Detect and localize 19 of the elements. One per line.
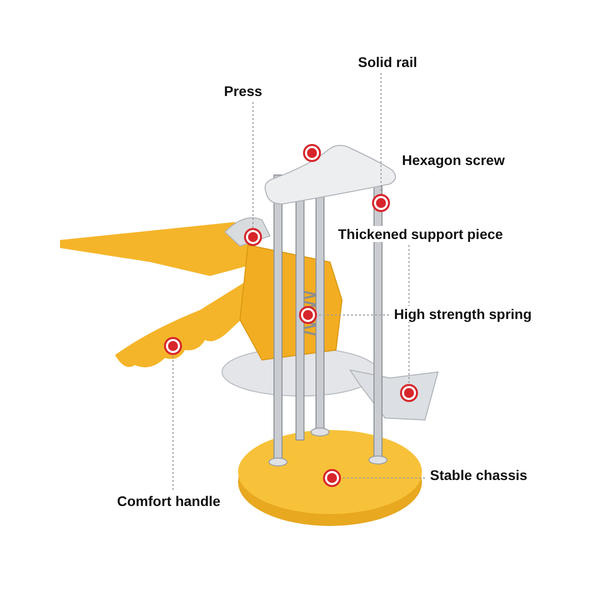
part-label: Comfort handle [115,493,222,509]
callout-marker [305,146,319,160]
callout-marker [246,230,260,244]
callout-marker [166,339,180,353]
callout-marker [301,308,315,322]
callout-marker [325,471,339,485]
part-label: High strength spring [392,306,534,322]
callout-marker [402,386,416,400]
callout-marker [374,196,388,210]
leader-line [316,314,390,316]
part-label: Hexagon screw [400,152,507,168]
leader-line [252,102,254,228]
leader-line [408,244,410,384]
part-label: Thickened support piece [336,226,505,242]
part-label: Stable chassis [428,467,530,483]
leader-line [380,72,382,194]
leader-line [172,354,174,490]
part-label: Solid rail [356,54,420,70]
part-label: Press [222,83,264,99]
